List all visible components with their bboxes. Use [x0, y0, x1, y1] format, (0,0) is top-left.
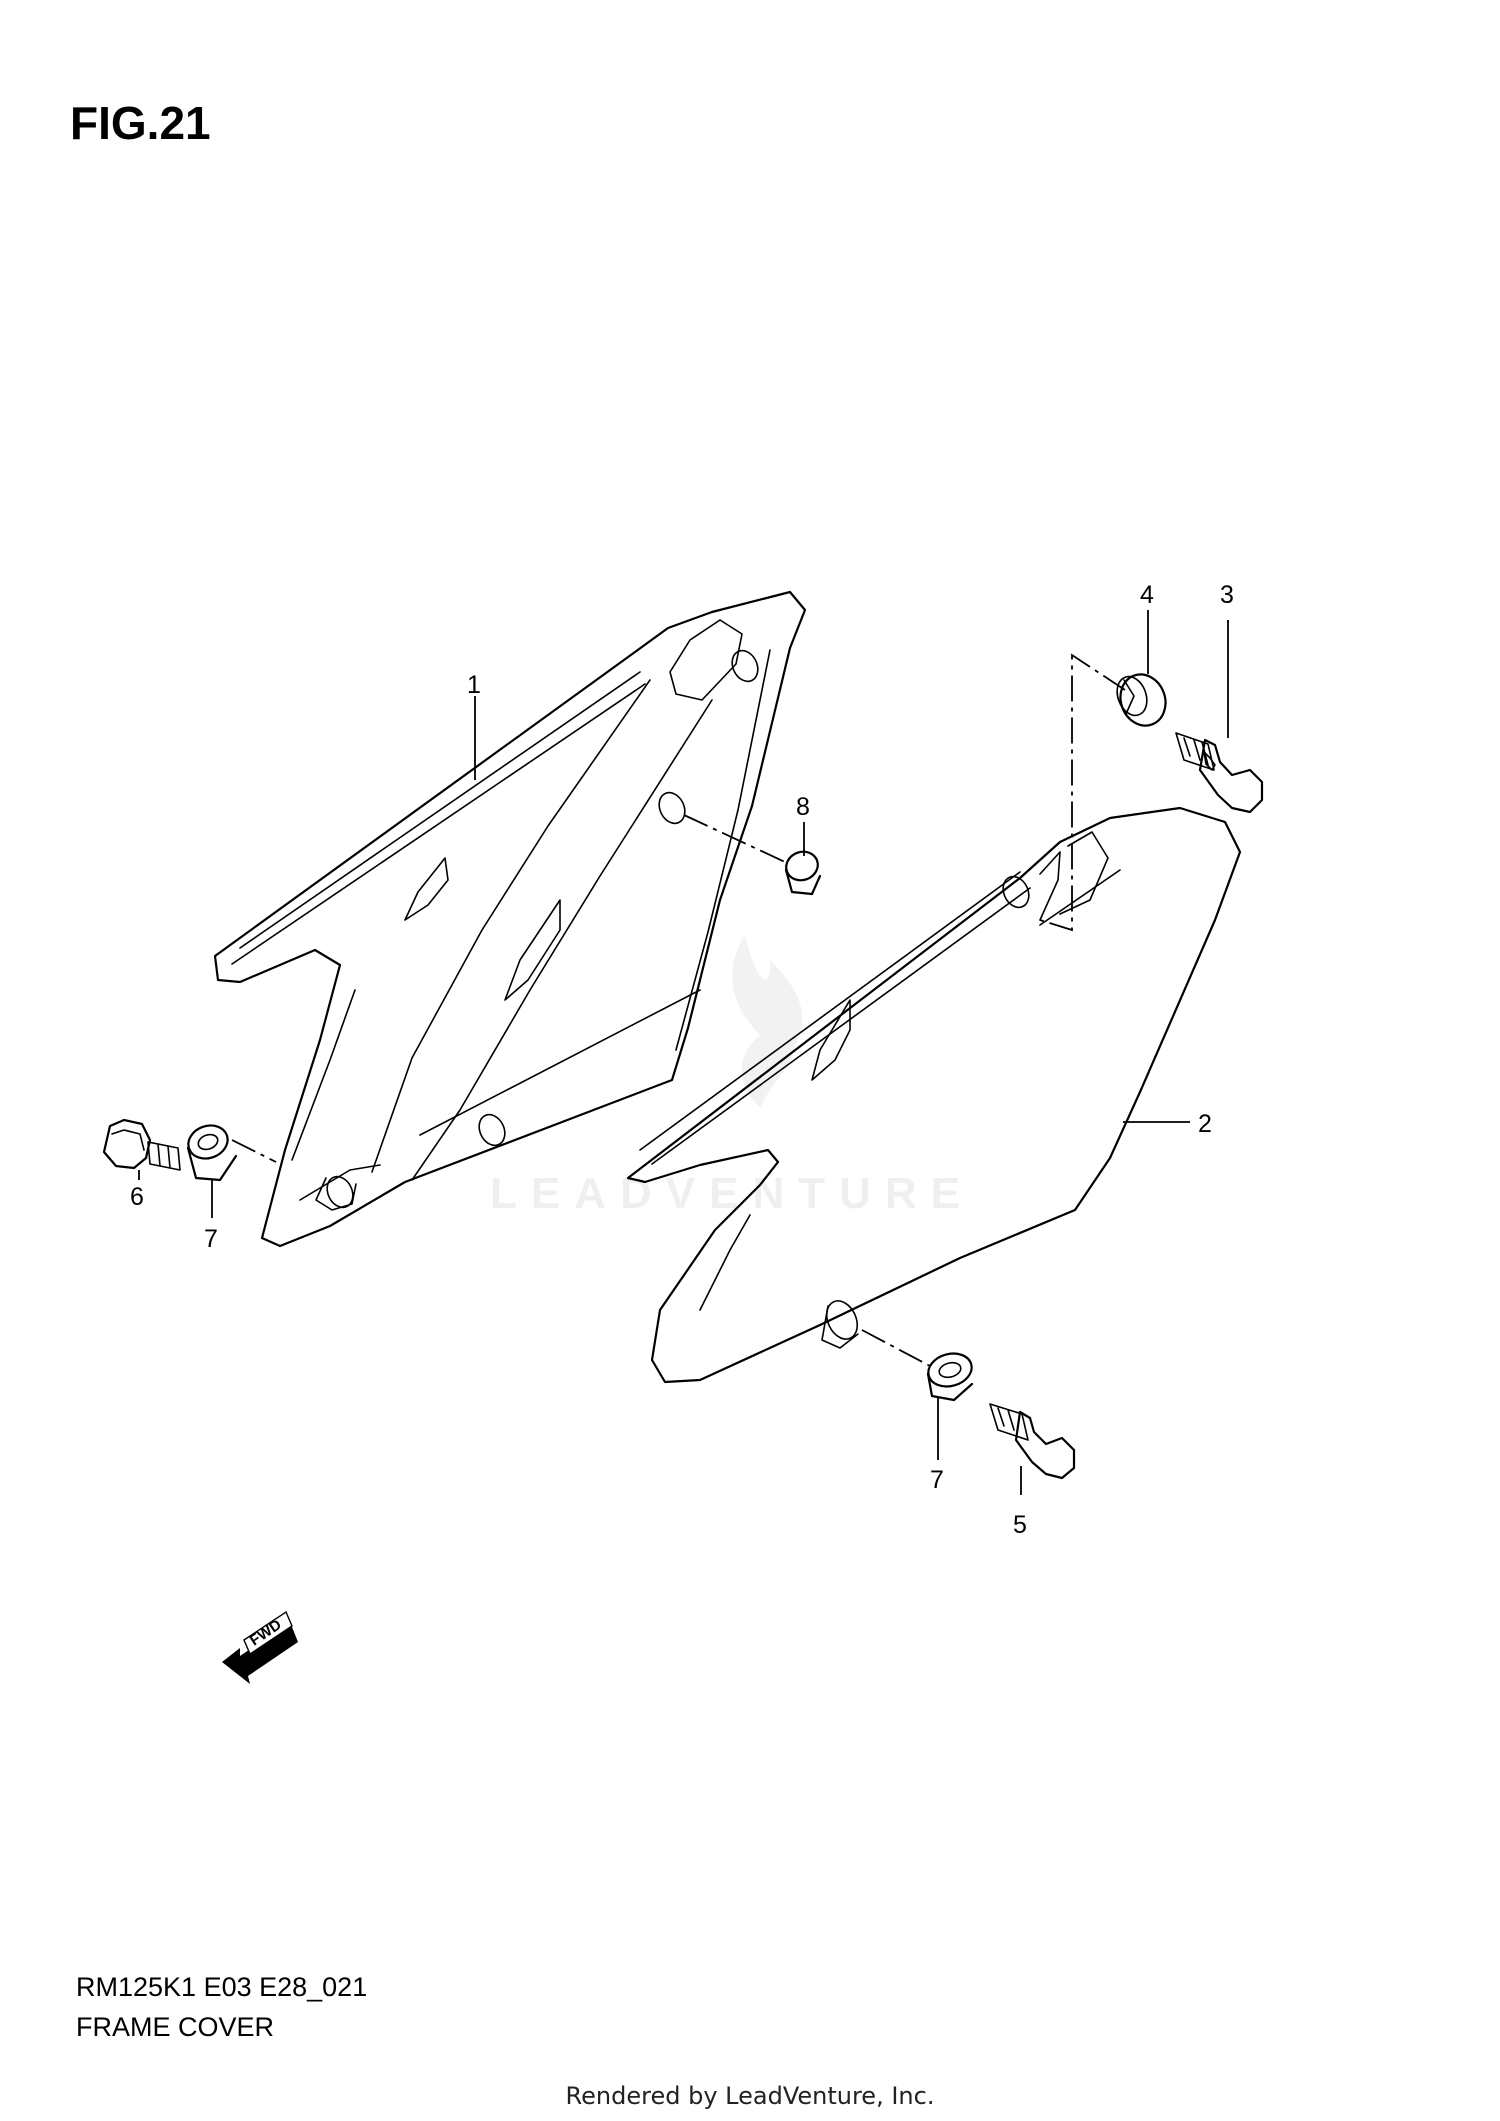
callout-2: 2 [1198, 1110, 1212, 1138]
callout-labels: 1 2 3 4 5 6 7 7 8 [130, 581, 1234, 1539]
footer-credit: Rendered by LeadVenture, Inc. [565, 2082, 935, 2110]
callout-7-right: 7 [930, 1466, 944, 1494]
part-3-bolt [1175, 732, 1264, 814]
figure-title: FIG.21 [70, 97, 211, 149]
part-6-bolt [102, 1118, 181, 1171]
assembly-line-7-left [231, 1139, 277, 1163]
callout-5: 5 [1013, 1511, 1027, 1539]
part-7-collar-right [926, 1352, 974, 1402]
figure-name: FRAME COVER [76, 2012, 275, 2042]
callout-4: 4 [1140, 581, 1154, 609]
assembly-line-7-right [861, 1329, 931, 1367]
callout-6: 6 [130, 1183, 144, 1211]
part-5-bolt [989, 1403, 1076, 1480]
part-4-grommet [1116, 673, 1167, 727]
part-8-collar [784, 850, 822, 896]
callout-7-left: 7 [204, 1225, 218, 1253]
figure-code: RM125K1 E03 E28_021 [76, 1972, 368, 2002]
part-1-left-frame-cover [213, 590, 807, 1248]
assembly-line-8 [683, 814, 786, 863]
part-2-right-frame-cover [626, 806, 1242, 1384]
part-7-collar-left [186, 1124, 238, 1182]
watermark-text: LEADVENTURE [490, 1169, 974, 1218]
assembly-lines [138, 610, 1229, 1495]
assembly-line-4 [1039, 653, 1126, 932]
watermark: LEADVENTURE [490, 935, 974, 1218]
callout-3: 3 [1220, 581, 1234, 609]
callout-1: 1 [467, 671, 481, 699]
forward-direction-marker: FWD [222, 1610, 298, 1684]
callout-8: 8 [796, 793, 810, 821]
